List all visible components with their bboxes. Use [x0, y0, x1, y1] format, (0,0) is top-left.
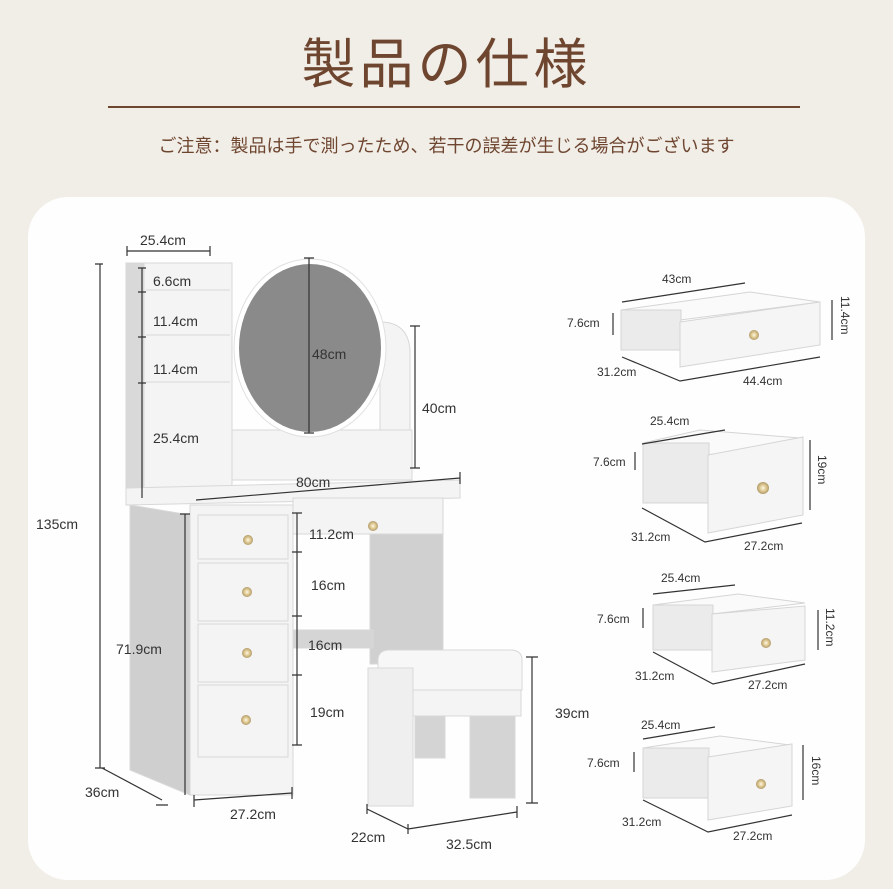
drawer-2-depth: 31.2cm — [631, 530, 671, 544]
drawer-3-side-height: 7.6cm — [597, 612, 630, 626]
drawer-4-side-height: 7.6cm — [587, 756, 620, 770]
shelf-4-height-label: 25.4cm — [153, 430, 199, 446]
cabinet-width-label: 27.2cm — [230, 806, 276, 822]
drawer-1-back-width: 43cm — [662, 272, 692, 286]
drawer-3-back-width: 25.4cm — [661, 571, 701, 585]
drawer-4-height-label: 19cm — [310, 704, 345, 720]
drawer-2-front-width: 27.2cm — [744, 539, 784, 553]
drawer-2-back-width: 25.4cm — [650, 414, 690, 428]
shelf-2-height-label: 11.4cm — [153, 313, 198, 329]
depth-label: 36cm — [85, 784, 120, 800]
drawer-2-side-height: 7.6cm — [593, 455, 626, 469]
drawer-1-front-width: 44.4cm — [743, 374, 783, 388]
drawer-4-front-height: 16cm — [809, 756, 823, 786]
shelf-1-height-label: 6.6cm — [153, 273, 192, 289]
total-height-label: 135cm — [36, 516, 79, 532]
stool-height-label: 39cm — [555, 705, 590, 721]
drawer-3-height-label: 16cm — [308, 637, 343, 653]
drawer-3-front-width: 27.2cm — [748, 678, 788, 692]
drawer-2-front-height: 19cm — [815, 455, 829, 485]
drawer-3-depth: 31.2cm — [635, 669, 675, 683]
drawer-3-front-height: 11.2cm — [823, 608, 837, 647]
drawer-1-depth: 31.2cm — [597, 365, 637, 379]
stool-depth-label: 22cm — [351, 829, 386, 845]
mirror-diameter-label: 48cm — [312, 346, 347, 362]
drawer-2-height-label: 16cm — [311, 577, 346, 593]
drawer-1-front-height: 11.4cm — [838, 296, 852, 335]
drawer-top-height-label: 11.2cm — [309, 526, 354, 542]
drawer-4-back-width: 25.4cm — [641, 718, 681, 732]
stool-width-label: 32.5cm — [446, 836, 492, 852]
drawer-4-depth: 31.2cm — [622, 815, 662, 829]
drawer-1-side-height: 7.6cm — [567, 316, 600, 330]
title-divider — [108, 106, 800, 108]
top-width-label: 80cm — [296, 474, 331, 490]
mirror-stand-height-label: 40cm — [422, 400, 457, 416]
desk-height-label: 71.9cm — [116, 641, 162, 657]
drawer-4-front-width: 27.2cm — [733, 829, 773, 843]
measurement-note: ご注意：製品は手で測ったため、若干の誤差が生じる場合がございます — [158, 136, 735, 157]
shelf-width-label: 25.4cm — [140, 232, 186, 248]
page-title: 製品の仕様 — [301, 33, 592, 96]
shelf-3-height-label: 11.4cm — [153, 361, 198, 377]
